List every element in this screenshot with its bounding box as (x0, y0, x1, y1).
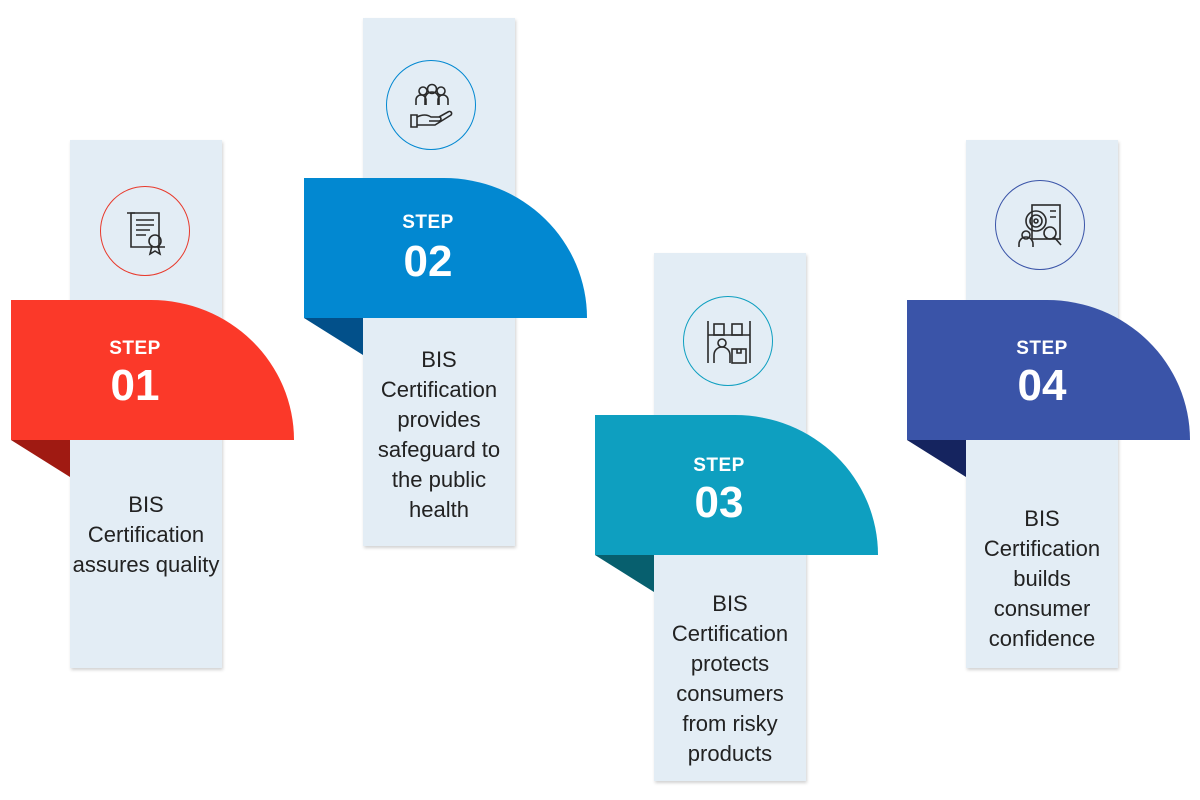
step-01-banner: STEP 01 (11, 300, 294, 477)
certificate-icon (127, 212, 165, 256)
step-01-banner-fold (11, 440, 70, 477)
step-02-description: BIS Certification provides safeguard to … (377, 347, 501, 522)
step-02-banner-shape (304, 178, 587, 318)
step-02-banner-fold (304, 318, 363, 355)
step-02-label: STEP (402, 212, 454, 233)
step-03-number: 03 (694, 478, 744, 527)
step-03-banner-fold (595, 555, 654, 592)
step-04-label: STEP (1016, 338, 1068, 359)
step-01-icon-circle (100, 186, 190, 276)
warehouse-worker-icon (707, 321, 751, 364)
step-04-number: 04 (1017, 361, 1067, 410)
step-03-description: BIS Certification protects consumers fro… (671, 591, 789, 766)
step-02-icon-circle (386, 60, 476, 150)
step-02-banner: STEP 02 (304, 178, 587, 355)
step-01-banner-shape (11, 300, 294, 440)
market-research-icon (1018, 204, 1062, 247)
step-04-banner-fold (907, 440, 966, 477)
step-03-banner: STEP 03 (595, 415, 878, 592)
step-03-icon-circle (683, 296, 773, 386)
step-01-label: STEP (109, 338, 161, 359)
step-04-banner: STEP 04 (907, 300, 1190, 477)
people-on-hand-icon (410, 83, 453, 128)
step-03-banner-shape (595, 415, 878, 555)
step-04-description: BIS Certification builds consumer confid… (983, 506, 1101, 651)
step-03-label: STEP (693, 455, 745, 476)
step-01-description: BIS Certification assures quality (72, 492, 220, 577)
step-01-number: 01 (110, 361, 160, 410)
step-04-icon-circle (995, 180, 1085, 270)
step-02-number: 02 (403, 237, 453, 286)
step-04-banner-shape (907, 300, 1190, 440)
